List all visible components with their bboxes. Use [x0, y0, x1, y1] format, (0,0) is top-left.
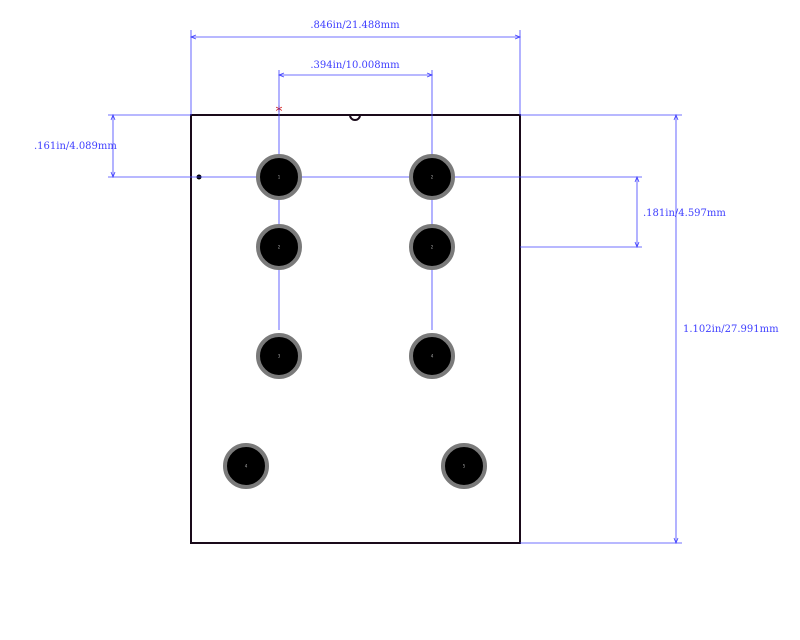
pad-8 [441, 443, 487, 489]
pad-label-5: 3 [278, 354, 281, 359]
pad-6 [409, 333, 455, 379]
pad-4 [409, 224, 455, 270]
pad-label-3: 2 [278, 245, 281, 250]
orientation-notch [349, 114, 361, 121]
component-outline [190, 114, 521, 544]
edge-to-pin1-label: .161in/4.089mm [34, 141, 117, 152]
overall-width-label: .846in/21.488mm [310, 20, 400, 31]
pin-pitch-y-label: .181in/4.597mm [643, 208, 726, 219]
pads-group: 1 2 2 2 3 4 4 5 [223, 154, 487, 489]
pad-label-2: 2 [431, 175, 434, 180]
pad-2 [409, 154, 455, 200]
dimension-lines [108, 30, 682, 544]
pad-3 [256, 224, 302, 270]
pad-label-4: 2 [431, 245, 434, 250]
pad-label-7: 4 [245, 464, 248, 469]
pad-1 [256, 154, 302, 200]
pad-7 [223, 443, 269, 489]
dimension-arrows [110, 34, 679, 545]
overall-height-label: 1.102in/27.991mm [683, 324, 779, 335]
pad-5 [256, 333, 302, 379]
pin-pitch-x-label: .394in/10.008mm [310, 60, 400, 71]
pad-label-1: 1 [278, 175, 281, 180]
pad-label-8: 5 [463, 464, 466, 469]
pad-label-6: 4 [431, 354, 434, 359]
